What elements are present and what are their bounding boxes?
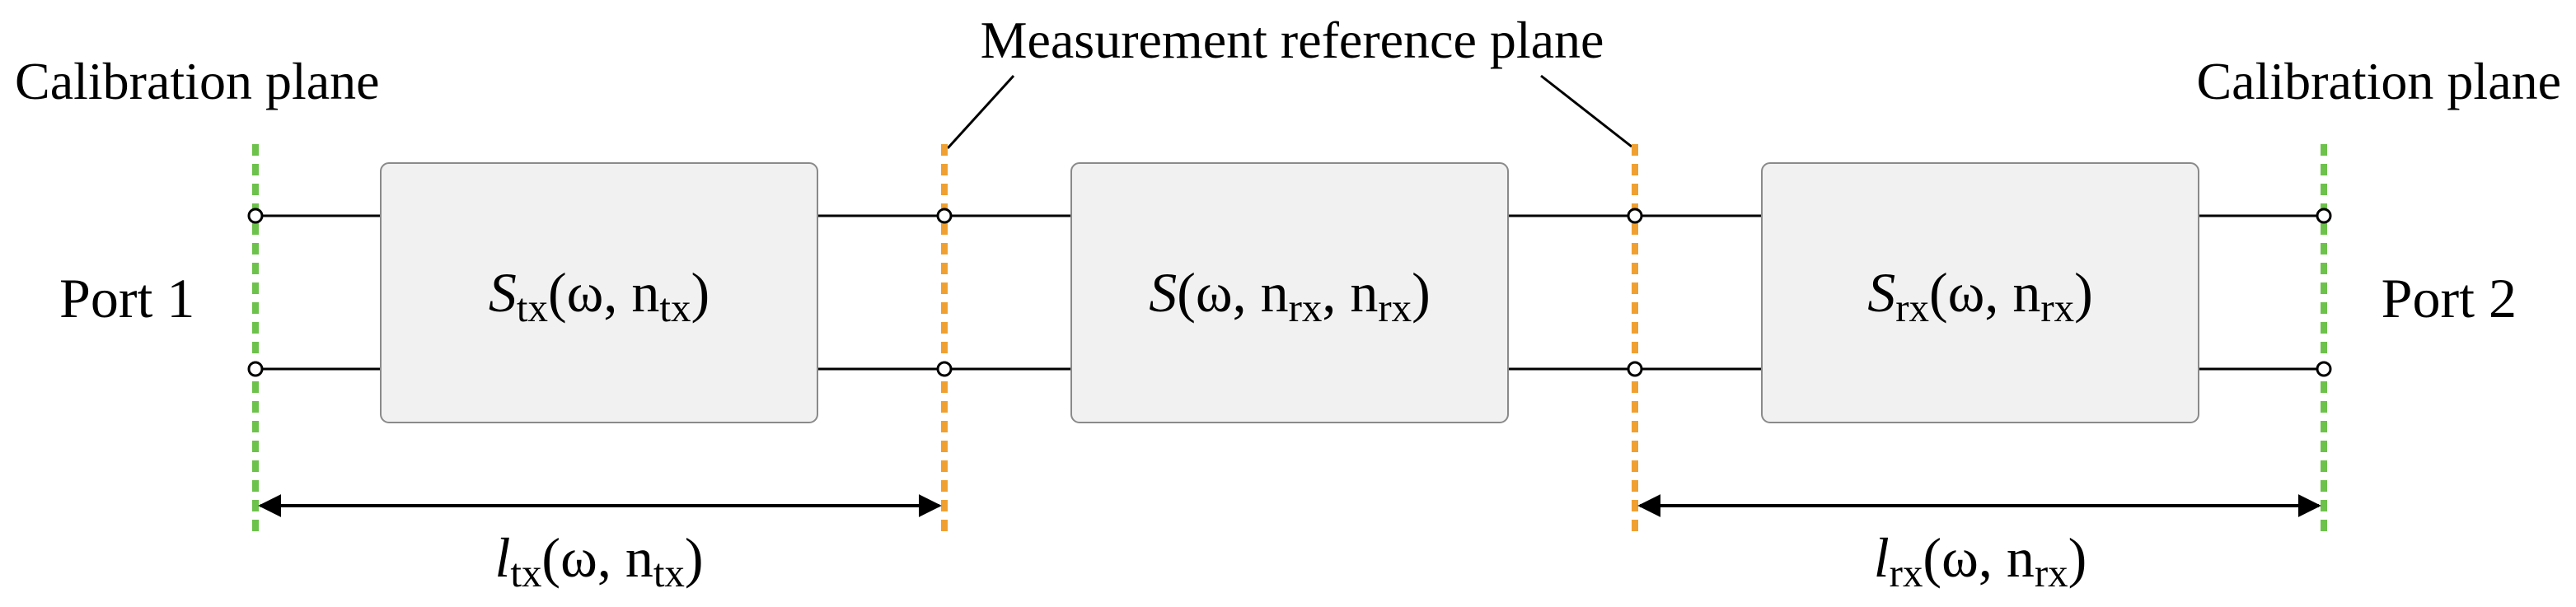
- dut-block-label: S(ω, nrx, nrx): [1149, 261, 1431, 330]
- tx-length-label: ltx(ω, ntx): [494, 526, 703, 595]
- rx-block-label: Srx(ω, nrx): [1867, 261, 2093, 330]
- tx-block-label: Stx(ω, ntx): [489, 261, 710, 330]
- rx-length-label: lrx(ω, nrx): [1874, 526, 2087, 595]
- terminal-nodes: [247, 208, 2332, 377]
- port-1-label: Port 1: [59, 267, 194, 329]
- reference-plane-leader-right: [1540, 74, 1632, 148]
- tx-block: [380, 162, 818, 423]
- calibration-plane-label-right: Calibration plane: [2196, 52, 2561, 110]
- measurement-reference-plane-label: Measurement reference plane: [981, 11, 1604, 69]
- reference-plane-leader-left: [946, 74, 1015, 150]
- rx-block: [1761, 162, 2199, 423]
- calibration-plane-label-left: Calibration plane: [15, 52, 380, 110]
- dut-block: [1070, 162, 1509, 423]
- port-2-label: Port 2: [2382, 267, 2517, 329]
